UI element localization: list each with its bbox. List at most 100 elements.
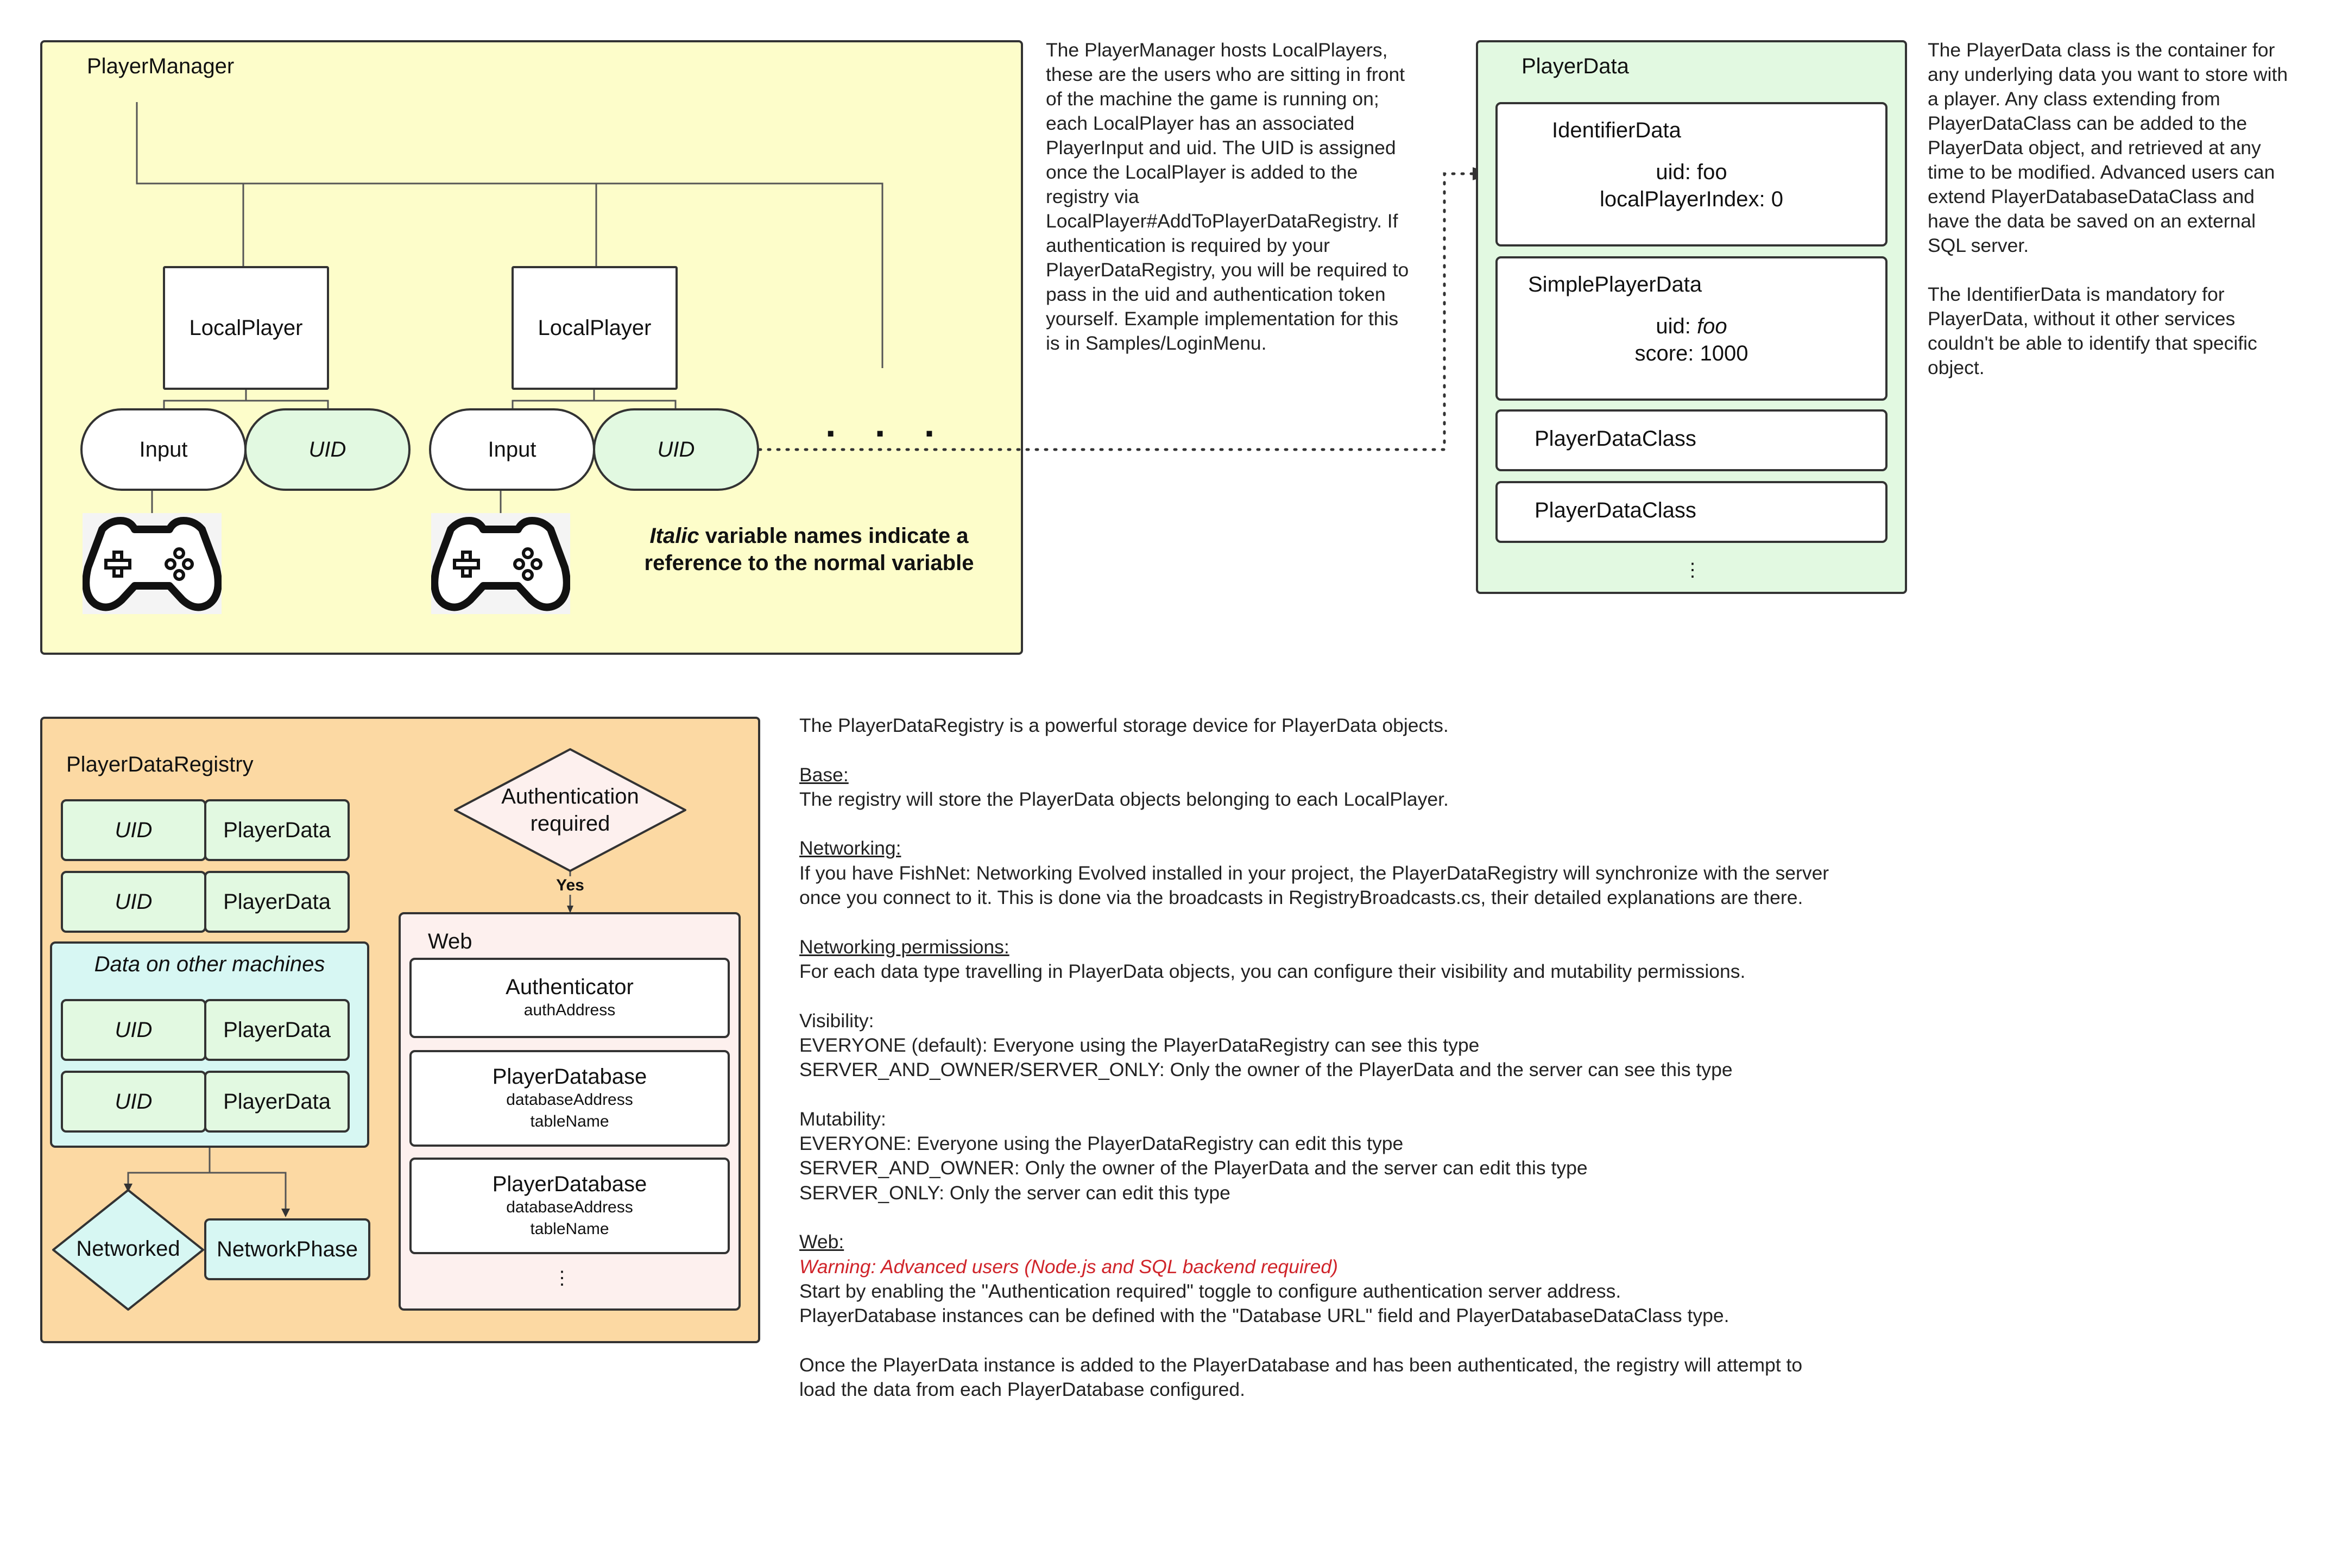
mutability-line-3: SERVER_ONLY: Only the server can edit th… bbox=[799, 1181, 1230, 1204]
player-manager-description: The PlayerManager hosts LocalPlayers, th… bbox=[1046, 39, 1409, 354]
local-player-box-1: LocalPlayer bbox=[163, 266, 329, 390]
italic-note-rest: variable names indicate a bbox=[699, 524, 969, 548]
auth-address-label: authAddress bbox=[523, 1001, 616, 1019]
uid-pill-2: UID bbox=[593, 408, 759, 491]
registry-playerdata-label: PlayerData bbox=[223, 818, 331, 842]
mutability-line-2: SERVER_AND_OWNER: Only the owner of the … bbox=[799, 1157, 1588, 1179]
player-data-class-label-2: PlayerDataClass bbox=[1535, 498, 1696, 522]
player-data-more-icon: ⋮ bbox=[1683, 560, 1702, 580]
uid-label-2: UID bbox=[657, 437, 695, 461]
base-heading: Base: bbox=[799, 763, 849, 786]
player-data-class-box-2: PlayerDataClass bbox=[1495, 481, 1888, 543]
auth-line-2: required bbox=[530, 812, 610, 836]
player-database-box-1: PlayerDatabase databaseAddress tableName bbox=[409, 1050, 730, 1147]
other-uid-cell: UID bbox=[61, 1071, 206, 1133]
identifier-data-fields: uid: foo localPlayerIndex: 0 bbox=[1498, 159, 1885, 213]
networking-text-1: If you have FishNet: Networking Evolved … bbox=[799, 862, 1829, 884]
other-playerdata-cell: PlayerData bbox=[204, 1071, 350, 1133]
web-warning: Warning: Advanced users (Node.js and SQL… bbox=[799, 1255, 1338, 1278]
local-player-label-1: LocalPlayer bbox=[189, 315, 303, 340]
network-phase-box: NetworkPhase bbox=[204, 1218, 370, 1280]
network-phase-label: NetworkPhase bbox=[216, 1237, 358, 1261]
visibility-line-2: SERVER_AND_OWNER/SERVER_ONLY: Only the o… bbox=[799, 1059, 1733, 1081]
player-data-class-label-1: PlayerDataClass bbox=[1535, 427, 1696, 451]
player-data-title: PlayerData bbox=[1522, 54, 1629, 78]
simple-player-data-title: SimplePlayerData bbox=[1528, 273, 1702, 296]
other-uid-label: UID bbox=[115, 1017, 153, 1042]
player-database-label-2: PlayerDatabase bbox=[492, 1172, 647, 1196]
registry-uid-label: UID bbox=[115, 818, 153, 842]
visibility-line-1: EVERYONE (default): Everyone using the P… bbox=[799, 1034, 1480, 1056]
other-playerdata-label: PlayerData bbox=[223, 1017, 331, 1042]
database-address-label-2: databaseAddress bbox=[506, 1198, 633, 1216]
visibility-heading: Visibility: bbox=[799, 1009, 874, 1032]
uid-pill-1: UID bbox=[244, 408, 411, 491]
networking-heading: Networking: bbox=[799, 837, 901, 859]
simple-player-data-box: SimplePlayerData uid: foo score: 1000 bbox=[1495, 256, 1888, 401]
simple-player-data-fields: uid: foo score: 1000 bbox=[1498, 313, 1885, 367]
networked-label: Networked bbox=[76, 1237, 180, 1261]
authentication-label: Authentication required bbox=[455, 783, 685, 837]
networked-diamond bbox=[52, 1189, 204, 1311]
other-playerdata-cell: PlayerData bbox=[204, 999, 350, 1061]
gamepad-icon bbox=[82, 513, 222, 614]
base-text: The registry will store the PlayerData o… bbox=[799, 788, 1449, 810]
player-database-label-1: PlayerDatabase bbox=[492, 1064, 647, 1089]
table-name-label-2: tableName bbox=[530, 1219, 609, 1238]
permissions-text: For each data type travelling in PlayerD… bbox=[799, 960, 1746, 982]
simple-uid-label: uid: bbox=[1656, 314, 1697, 338]
player-database-box-2: PlayerDatabase databaseAddress tableName bbox=[409, 1158, 730, 1254]
final-line-1: Once the PlayerData instance is added to… bbox=[799, 1354, 1803, 1376]
web-line-2: PlayerDatabase instances can be defined … bbox=[799, 1305, 1729, 1327]
registry-uid-label: UID bbox=[115, 889, 153, 914]
more-players-ellipsis: . . . bbox=[825, 402, 949, 445]
input-pill-2: Input bbox=[429, 408, 595, 491]
italic-note: Italic variable names indicate a referen… bbox=[630, 522, 988, 577]
input-label-1: Input bbox=[139, 437, 188, 461]
authentication-diamond bbox=[454, 748, 686, 872]
other-playerdata-label: PlayerData bbox=[223, 1089, 331, 1114]
permissions-heading: Networking permissions: bbox=[799, 935, 1009, 958]
web-more-icon: ⋮ bbox=[553, 1268, 571, 1288]
mutability-heading: Mutability: bbox=[799, 1108, 886, 1130]
registry-title: PlayerDataRegistry bbox=[66, 753, 254, 776]
registry-uid-cell: UID bbox=[61, 871, 206, 933]
player-data-description: The PlayerData class is the container fo… bbox=[1928, 39, 2288, 378]
identifier-uid: uid: foo bbox=[1656, 160, 1727, 184]
identifier-index: localPlayerIndex: 0 bbox=[1600, 187, 1783, 211]
authenticator-label: Authenticator bbox=[506, 975, 634, 999]
gamepad-icon bbox=[431, 513, 571, 614]
italic-note-emphasis: Italic bbox=[649, 524, 699, 548]
yes-label: Yes bbox=[543, 876, 597, 895]
other-uid-cell: UID bbox=[61, 999, 206, 1061]
auth-line-1: Authentication bbox=[501, 785, 639, 808]
registry-playerdata-cell: PlayerData bbox=[204, 871, 350, 933]
registry-description: The PlayerDataRegistry is a powerful sto… bbox=[799, 713, 1994, 1402]
networking-text-2: once you connect to it. This is done via… bbox=[799, 887, 1803, 909]
identifier-data-title: IdentifierData bbox=[1552, 118, 1681, 142]
other-machines-title: Data on other machines bbox=[94, 952, 325, 976]
final-line-2: load the data from each PlayerDatabase c… bbox=[799, 1379, 1245, 1401]
authenticator-box: Authenticator authAddress bbox=[409, 958, 730, 1038]
input-label-2: Input bbox=[488, 437, 536, 461]
web-heading: Web: bbox=[799, 1231, 844, 1253]
other-uid-label: UID bbox=[115, 1089, 153, 1114]
mutability-line-1: EVERYONE: Everyone using the PlayerDataR… bbox=[799, 1133, 1404, 1155]
simple-score: score: 1000 bbox=[1634, 342, 1748, 365]
simple-uid-value: foo bbox=[1697, 314, 1727, 338]
player-data-class-box-1: PlayerDataClass bbox=[1495, 409, 1888, 471]
local-player-label-2: LocalPlayer bbox=[538, 315, 652, 340]
input-pill-1: Input bbox=[80, 408, 247, 491]
registry-playerdata-cell: PlayerData bbox=[204, 799, 350, 861]
uid-label-1: UID bbox=[308, 437, 346, 461]
identifier-data-box: IdentifierData uid: foo localPlayerIndex… bbox=[1495, 102, 1888, 246]
table-name-label-1: tableName bbox=[530, 1112, 609, 1130]
web-title: Web bbox=[428, 930, 472, 953]
registry-intro: The PlayerDataRegistry is a powerful sto… bbox=[799, 715, 1449, 736]
registry-playerdata-label: PlayerData bbox=[223, 889, 331, 914]
database-address-label-1: databaseAddress bbox=[506, 1090, 633, 1109]
web-line-1: Start by enabling the "Authentication re… bbox=[799, 1280, 1621, 1302]
local-player-box-2: LocalPlayer bbox=[512, 266, 678, 390]
italic-note-line2: reference to the normal variable bbox=[644, 551, 974, 575]
